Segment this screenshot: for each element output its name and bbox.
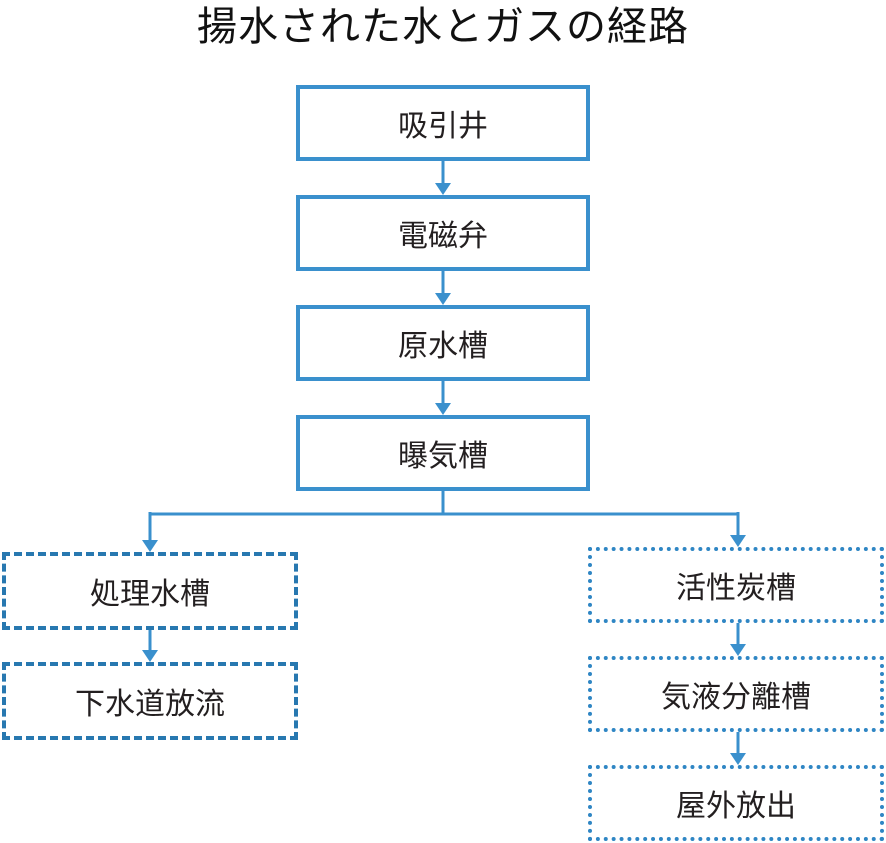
arrowhead-to-water-branch [142, 540, 158, 552]
arrowhead-main-3 [435, 403, 451, 415]
node-label: 電磁弁 [398, 219, 488, 254]
arrowhead-main-2 [435, 293, 451, 305]
node-label: 原水槽 [398, 329, 488, 364]
node-label: 活性炭槽 [676, 571, 796, 606]
arrowhead-to-gas-branch [730, 535, 746, 547]
node-label: 下水道放流 [75, 687, 225, 722]
node-label: 吸引井 [398, 109, 488, 144]
node-sewer-discharge: 下水道放流 [2, 662, 298, 740]
arrowhead-main-1 [435, 183, 451, 195]
node-solenoid-valve: 電磁弁 [296, 195, 590, 271]
node-outdoor-release: 屋外放出 [588, 765, 884, 841]
node-raw-water-tank: 原水槽 [296, 305, 590, 381]
node-label: 屋外放出 [676, 789, 796, 824]
node-activated-carbon-tank: 活性炭槽 [588, 547, 884, 623]
node-treated-water-tank: 処理水槽 [2, 552, 298, 630]
node-label: 処理水槽 [90, 577, 210, 612]
node-gas-liquid-separator: 気液分離槽 [588, 656, 884, 732]
arrowhead-gas-2 [730, 753, 746, 765]
node-label: 曝気槽 [398, 439, 488, 474]
node-aeration-tank: 曝気槽 [296, 415, 590, 491]
diagram-title: 揚水された水とガスの経路 [197, 4, 689, 50]
arrowhead-water-1 [142, 650, 158, 662]
node-label: 気液分離槽 [661, 680, 811, 715]
arrowhead-gas-1 [730, 644, 746, 656]
node-suction-well: 吸引井 [296, 85, 590, 161]
